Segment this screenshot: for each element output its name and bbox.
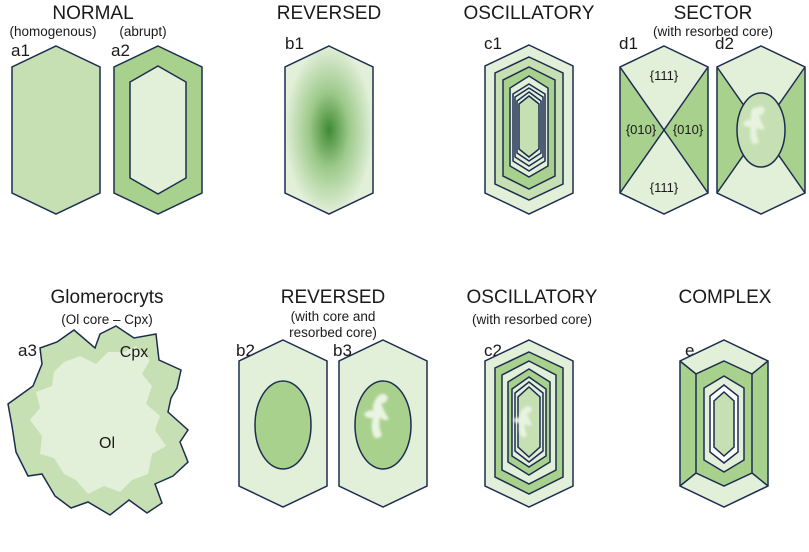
face-111-top: {111} (650, 68, 679, 83)
title-oscillatory-2: OSCILLATORY (467, 287, 598, 308)
face-010-left: {010} (626, 122, 657, 137)
label-d2: d2 (715, 34, 734, 53)
title-normal: NORMAL (52, 3, 133, 24)
title-glomerocrysts: Glomerocryts (51, 287, 164, 308)
subtitle-oscillatory-2: (with resorbed core) (472, 312, 592, 327)
crystal-d1 (619, 45, 709, 215)
resorbed-inclusion-d2 (743, 106, 765, 145)
face-111-bottom: {111} (650, 180, 679, 195)
subtitle-reversed-2a: (with core and (291, 309, 376, 324)
label-c1: c1 (484, 34, 502, 53)
label-b1: b1 (285, 34, 304, 53)
subtitle-glomerocrysts: (Ol core – Cpx) (61, 312, 153, 327)
title-oscillatory: OSCILLATORY (464, 3, 595, 24)
title-sector: SECTOR (674, 3, 753, 24)
label-b3: b3 (333, 341, 352, 360)
crystal-b2 (238, 339, 328, 508)
crystal-a2-core (129, 65, 187, 195)
crystal-e (679, 339, 769, 508)
subtitle-abrupt: (abrupt) (119, 24, 166, 39)
subtitle-sector: (with resorbed core) (653, 24, 773, 39)
face-010-right: {010} (673, 122, 704, 137)
crystal-d2 (716, 45, 806, 215)
title-complex: COMPLEX (679, 287, 772, 308)
subtitle-homogenous: (homogenous) (9, 24, 96, 39)
crystal-b3 (338, 339, 428, 508)
label-a2: a2 (111, 41, 130, 60)
subtitle-reversed-2b: resorbed core) (289, 325, 377, 340)
label-d1: d1 (619, 34, 638, 53)
resorbed-inclusion-c2 (513, 406, 532, 438)
title-reversed-2: REVERSED (281, 287, 386, 308)
mineral-ol: Ol (99, 435, 115, 452)
crystal-a1 (11, 45, 101, 215)
label-a3: a3 (18, 341, 37, 360)
resorbed-inclusion-b3 (364, 393, 389, 439)
crystal-b1 (284, 45, 374, 215)
crystal-c1 (484, 44, 574, 215)
label-e: e (685, 341, 694, 360)
mineral-cpx: Cpx (120, 344, 148, 361)
label-a1: a1 (11, 41, 30, 60)
title-reversed: REVERSED (277, 3, 382, 24)
crystal-c2 (484, 339, 574, 508)
glomerocryst-a3 (7, 325, 189, 516)
